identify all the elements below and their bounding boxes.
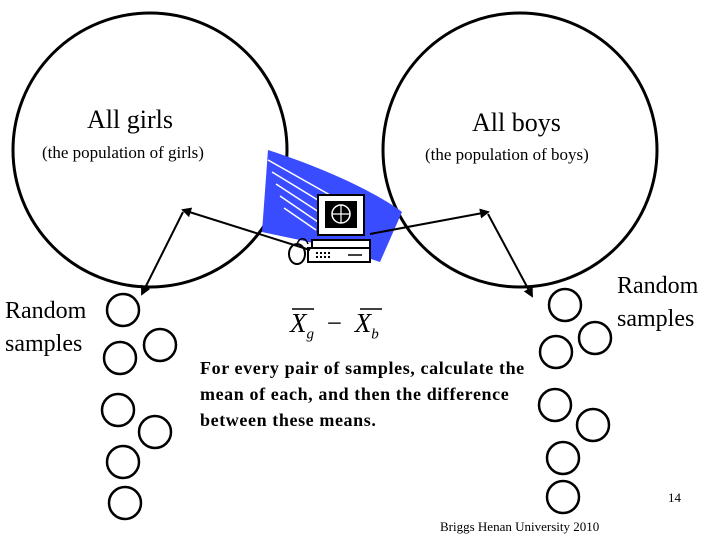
sample-circle-icon [537,387,573,423]
instruction-note: For every pair of samples, calculate the… [200,358,525,430]
boys-samples [537,287,613,515]
sample-circle-icon [547,287,583,323]
boys-subtitle: (the population of boys) [425,145,589,164]
girls-samples-label: Random samples [5,298,87,357]
slide-number: 14 [668,490,681,505]
sample-circle-icon [545,479,581,515]
girls-samples [100,292,178,521]
girls-subtitle: (the population of girls) [42,143,204,162]
sample-circle-icon [577,320,613,356]
arrow-to-girls [181,207,311,251]
computer-icon [262,150,402,265]
sample-circle-icon [137,414,173,450]
sample-circle-icon [107,485,143,521]
girls-title: All girls [87,105,173,134]
arrow-to-boys [369,208,490,235]
mean-difference-formula: Xg − Xb [290,308,379,343]
boys-title: All boys [472,108,561,137]
sample-circle-icon [105,292,141,328]
sample-circle-icon [100,392,136,428]
footer-credit: Briggs Henan University 2010 [440,519,600,534]
sample-circle-icon [545,440,581,476]
arrow-to-boys-samples [487,213,533,298]
arrow-to-girls-samples [141,211,184,296]
boys-population-circle [381,11,659,289]
boys-samples-label: Random samples [617,273,699,332]
sample-circle-icon [105,444,141,480]
sample-circle-icon [102,340,138,376]
sample-circle-icon [538,334,574,370]
sample-circle-icon [575,407,611,443]
sample-circle-icon [142,327,178,363]
